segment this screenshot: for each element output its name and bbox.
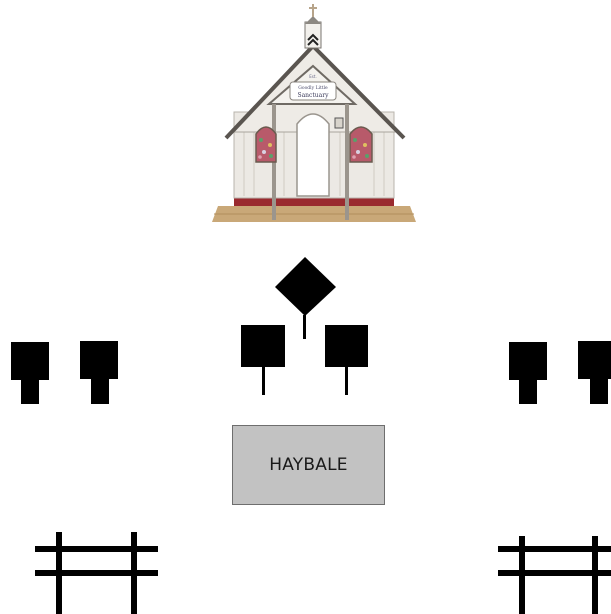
chapel-sign-title: Sanctuary: [297, 92, 329, 99]
stained-glass-window-right: [350, 127, 372, 162]
fence-icon-left: [35, 532, 158, 614]
chair-icon-left-2: [80, 341, 118, 404]
square-post-icon-left: [241, 325, 285, 395]
fence-icon-right: [498, 536, 611, 614]
chapel-icon: Est. Goodly Little Sanctuary: [212, 4, 416, 222]
chapel-doorway: [297, 114, 329, 196]
square-post-icon-right: [325, 325, 368, 395]
chapel-sign-top: Est.: [309, 74, 316, 79]
cross-icon: [309, 4, 317, 17]
stained-glass-window-left: [256, 127, 276, 162]
chapel-sign-subtitle: Goodly Little: [298, 85, 328, 91]
chair-icon-left-1: [11, 342, 49, 404]
haybale-box: HAYBALE: [232, 425, 385, 505]
haybale-label: HAYBALE: [269, 455, 347, 475]
chapel-porch-post-right: [345, 104, 349, 220]
chair-icon-right-2: [578, 341, 611, 404]
chair-icon-right-1: [509, 342, 547, 404]
